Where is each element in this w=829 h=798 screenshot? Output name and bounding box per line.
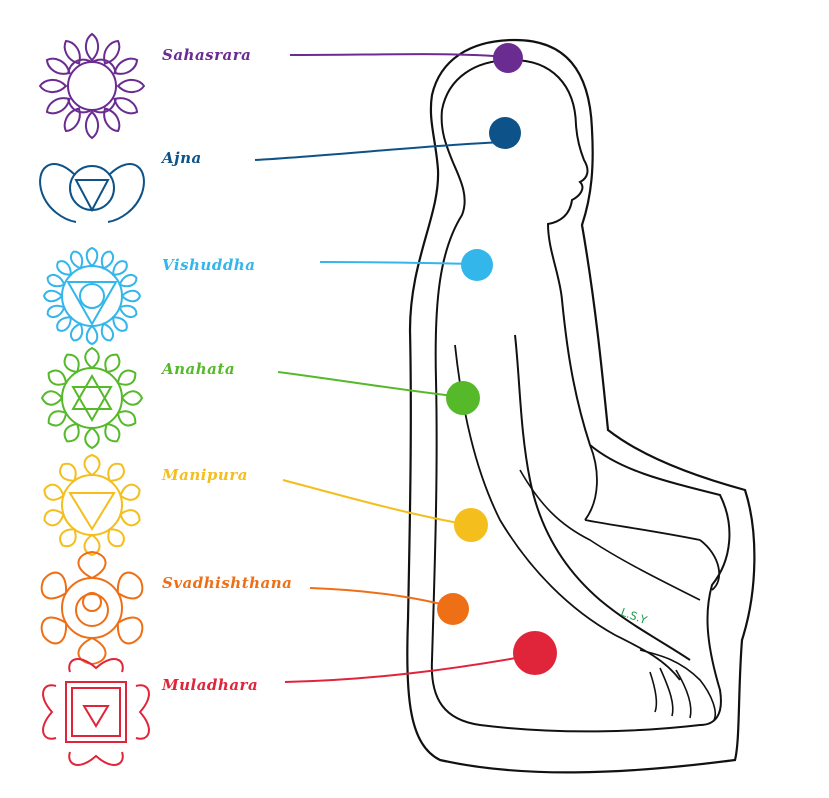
svadhishthana-symbol-icon	[40, 550, 144, 666]
arm-outline	[514, 334, 691, 661]
dot-anahata	[446, 381, 480, 415]
line-ajna	[254, 141, 506, 161]
label-vishuddha: Vishuddha	[162, 256, 255, 274]
line-manipura	[282, 479, 471, 526]
line-anahata	[277, 371, 463, 398]
aura-outline	[406, 38, 756, 774]
line-muladhara	[284, 654, 534, 683]
dot-svadhishthana	[437, 593, 469, 625]
connector-lines	[254, 53, 534, 683]
label-manipura: Manipura	[161, 466, 248, 484]
ajna-symbol-icon	[39, 163, 145, 223]
hand-outline	[639, 649, 716, 721]
line-sahasrara	[289, 53, 509, 58]
line-vishuddha	[319, 261, 477, 265]
chakra-dots	[437, 43, 557, 675]
manipura-symbol-icon	[43, 453, 141, 557]
dot-vishuddha	[461, 249, 493, 281]
dot-ajna	[489, 117, 521, 149]
anahata-symbol-icon	[40, 346, 144, 450]
dot-muladhara	[513, 631, 557, 675]
label-ajna: Ajna	[160, 149, 202, 167]
vishuddha-symbol-icon	[42, 246, 142, 346]
forearm-outline	[454, 344, 681, 681]
line-svadhishthana	[309, 587, 453, 608]
label-sahasrara: Sahasrara	[162, 46, 251, 64]
lap-outline	[519, 469, 701, 601]
sahasrara-symbol-icon	[38, 32, 146, 140]
legs-outline	[584, 444, 721, 591]
dot-sahasrara	[493, 43, 523, 73]
dot-manipura	[454, 508, 488, 542]
label-anahata: Anahata	[160, 360, 235, 378]
muladhara-symbol-icon	[42, 658, 150, 766]
label-muladhara: Muladhara	[161, 676, 258, 694]
label-svadhishthana: Svadhishthana	[162, 574, 292, 592]
